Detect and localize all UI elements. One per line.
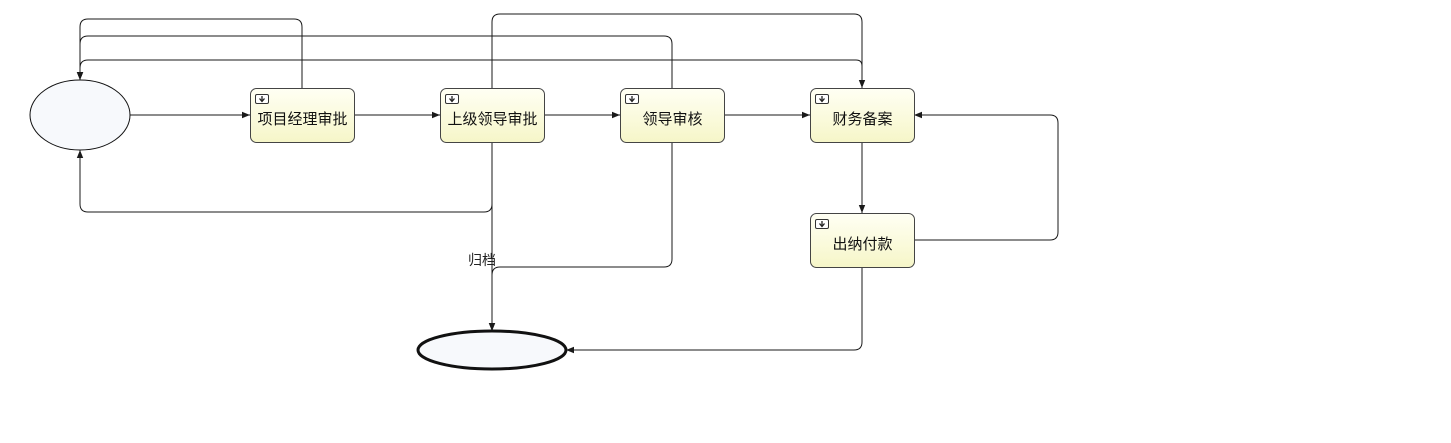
user-task-icon [815, 219, 829, 229]
task-label: 上级领导审批 [447, 110, 537, 128]
edge-label-superior_approval-to-end: 归档 [468, 252, 496, 269]
user-task-icon [255, 94, 269, 104]
node-start[interactable] [29, 79, 131, 151]
task-label: 财务备案 [832, 110, 892, 128]
task-label: 领导审核 [642, 110, 702, 128]
edge-pm_approval-to-start[interactable] [76, 18, 303, 88]
edge-leader_review-to-start[interactable] [76, 35, 673, 88]
edge-leader_review-to-end[interactable] [488, 142, 673, 331]
end-event-shape[interactable] [416, 329, 568, 371]
node-end[interactable] [416, 329, 568, 371]
node-superior_approval[interactable]: 上级领导审批 [440, 88, 545, 143]
task-box[interactable] [810, 88, 915, 143]
node-pm_approval[interactable]: 项目经理审批 [250, 88, 355, 143]
user-task-icon [815, 94, 829, 104]
task-box[interactable] [440, 88, 545, 143]
start-event-shape[interactable] [29, 79, 131, 151]
edge-superior_approval-to-start[interactable] [76, 142, 493, 213]
task-box[interactable] [620, 88, 725, 143]
user-task-icon [625, 94, 639, 104]
node-finance_filing[interactable]: 财务备案 [810, 88, 915, 143]
task-label: 出纳付款 [832, 235, 892, 253]
edge-superior_approval-to-finance_filing[interactable] [491, 13, 866, 88]
edge-cashier_payment-to-finance_filing[interactable] [914, 111, 1059, 241]
task-box[interactable] [810, 213, 915, 268]
task-label: 项目经理审批 [257, 110, 347, 128]
node-leader_review[interactable]: 领导审核 [620, 88, 725, 143]
task-box[interactable] [250, 88, 355, 143]
edge-finance_filing-to-start[interactable] [76, 59, 863, 80]
user-task-icon [445, 94, 459, 104]
edge-cashier_payment-to-end[interactable] [566, 267, 863, 354]
node-cashier_payment[interactable]: 出纳付款 [810, 213, 915, 268]
